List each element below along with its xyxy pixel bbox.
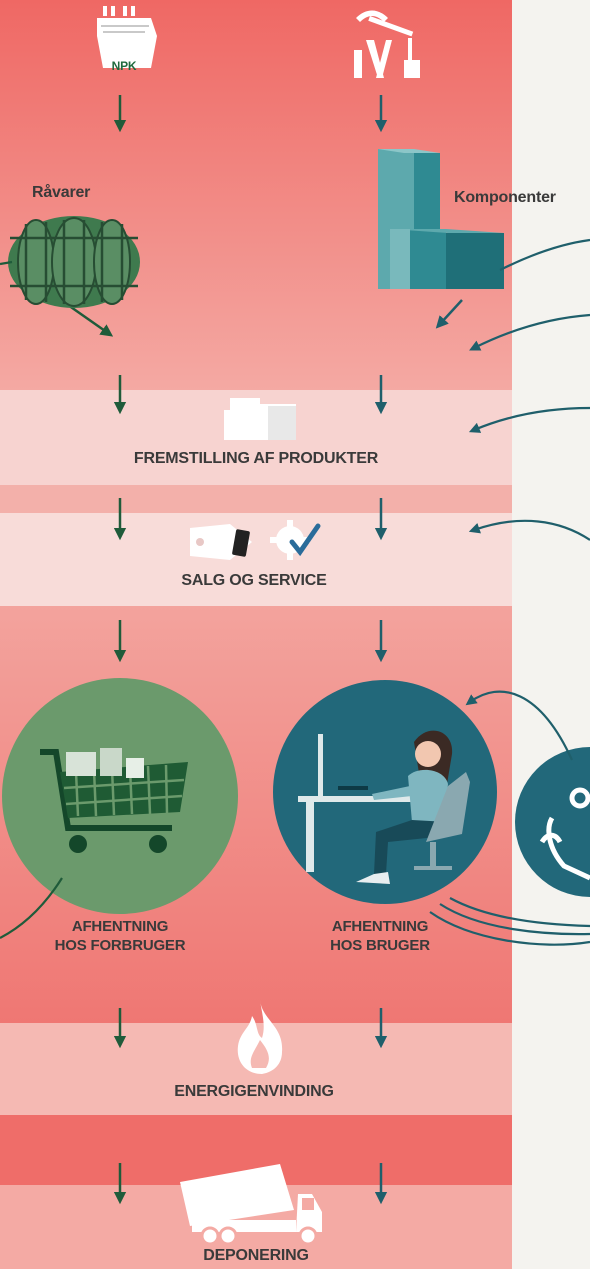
component-blocks-icon [378,149,504,289]
band-gap-1 [0,485,512,513]
service-gear-check-icon [270,520,321,560]
boxes-icon [224,398,296,440]
price-tag-icon [190,524,252,560]
fire-icon [237,1000,283,1074]
flow-arrows [67,95,463,1205]
oil-pump-icon [354,10,420,78]
deponering-label: DEPONERING [203,1247,309,1264]
feedback-curves [429,238,590,946]
salg-label: SALG OG SERVICE [181,572,327,589]
barrel-in-curve [0,260,13,266]
forbruger-out-curve [0,877,63,939]
barrels-icon [8,216,140,308]
dump-truck-icon [180,1164,322,1246]
fremstilling-label: FREMSTILLING AF PRODUKTER [133,450,379,467]
raavarer-label: Råvarer [32,184,91,201]
forbruger-label-line1: AFHENTNING [71,918,169,935]
office-worker-icon [298,730,470,884]
npk-fertilizer-icon [97,6,157,68]
npk-label: NPK [111,59,137,73]
band-salg [0,513,512,606]
hands-recycle-icon [539,787,590,881]
energi-label: ENERGIGENVINDING [174,1083,334,1100]
bruger-label-line1: AFHENTNING [331,918,429,935]
forbruger-label-line2: HOS FORBRUGER [54,937,186,954]
bruger-label-line2: HOS BRUGER [330,937,430,954]
shopping-cart-icon [40,748,188,853]
komponenter-label: Komponenter [454,189,556,206]
